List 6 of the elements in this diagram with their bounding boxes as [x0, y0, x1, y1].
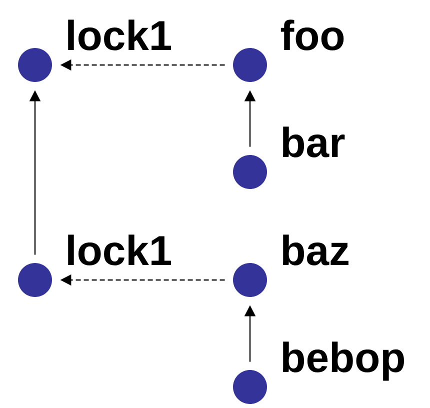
node-label: bar: [282, 126, 345, 158]
node-label: bebop: [282, 342, 404, 381]
node-label: foo: [280, 20, 344, 50]
node-label: lock1: [68, 20, 172, 50]
node-label: lock1: [68, 234, 172, 266]
node-label: baz: [282, 234, 348, 266]
